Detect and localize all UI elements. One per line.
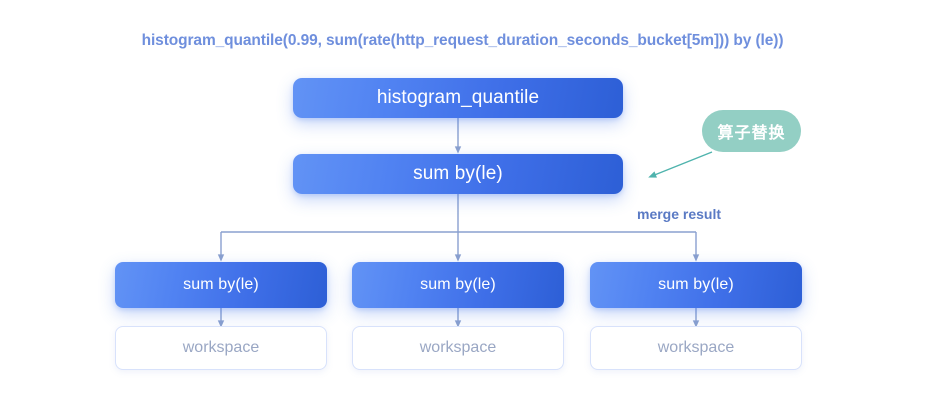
annotation-badge-label: 算子替换 — [717, 125, 786, 142]
node-branch-3-workspace[interactable]: workspace — [590, 326, 802, 370]
node-merge-sum-by-le[interactable]: sum by(le) — [293, 154, 623, 194]
node-branch-2-workspace-label: workspace — [419, 339, 497, 356]
node-merge-sum-by-le-label: sum by(le) — [413, 163, 503, 184]
annotation-badge-operator-replacement[interactable]: 算子替换 — [702, 110, 801, 152]
node-branch-2-operator[interactable]: sum by(le) — [352, 262, 564, 308]
node-histogram-quantile-label: histogram_quantile — [376, 87, 540, 108]
node-branch-1-operator-label: sum by(le) — [183, 276, 259, 293]
node-branch-2-workspace[interactable]: workspace — [352, 326, 564, 370]
query-expression-title: histogram_quantile(0.99, sum(rate(http_r… — [141, 32, 784, 49]
wire-badge-to-merge — [648, 151, 713, 178]
node-branch-2-operator-label: sum by(le) — [420, 276, 496, 293]
node-branch-3-operator[interactable]: sum by(le) — [590, 262, 802, 308]
merge-result-caption: merge result — [637, 206, 722, 222]
node-branch-3-operator-label: sum by(le) — [658, 276, 734, 293]
node-histogram-quantile[interactable]: histogram_quantile — [293, 78, 623, 118]
node-branch-3-workspace-label: workspace — [657, 339, 735, 356]
node-branch-1-operator[interactable]: sum by(le) — [115, 262, 327, 308]
node-branch-1-workspace[interactable]: workspace — [115, 326, 327, 370]
node-branch-1-workspace-label: workspace — [182, 339, 260, 356]
